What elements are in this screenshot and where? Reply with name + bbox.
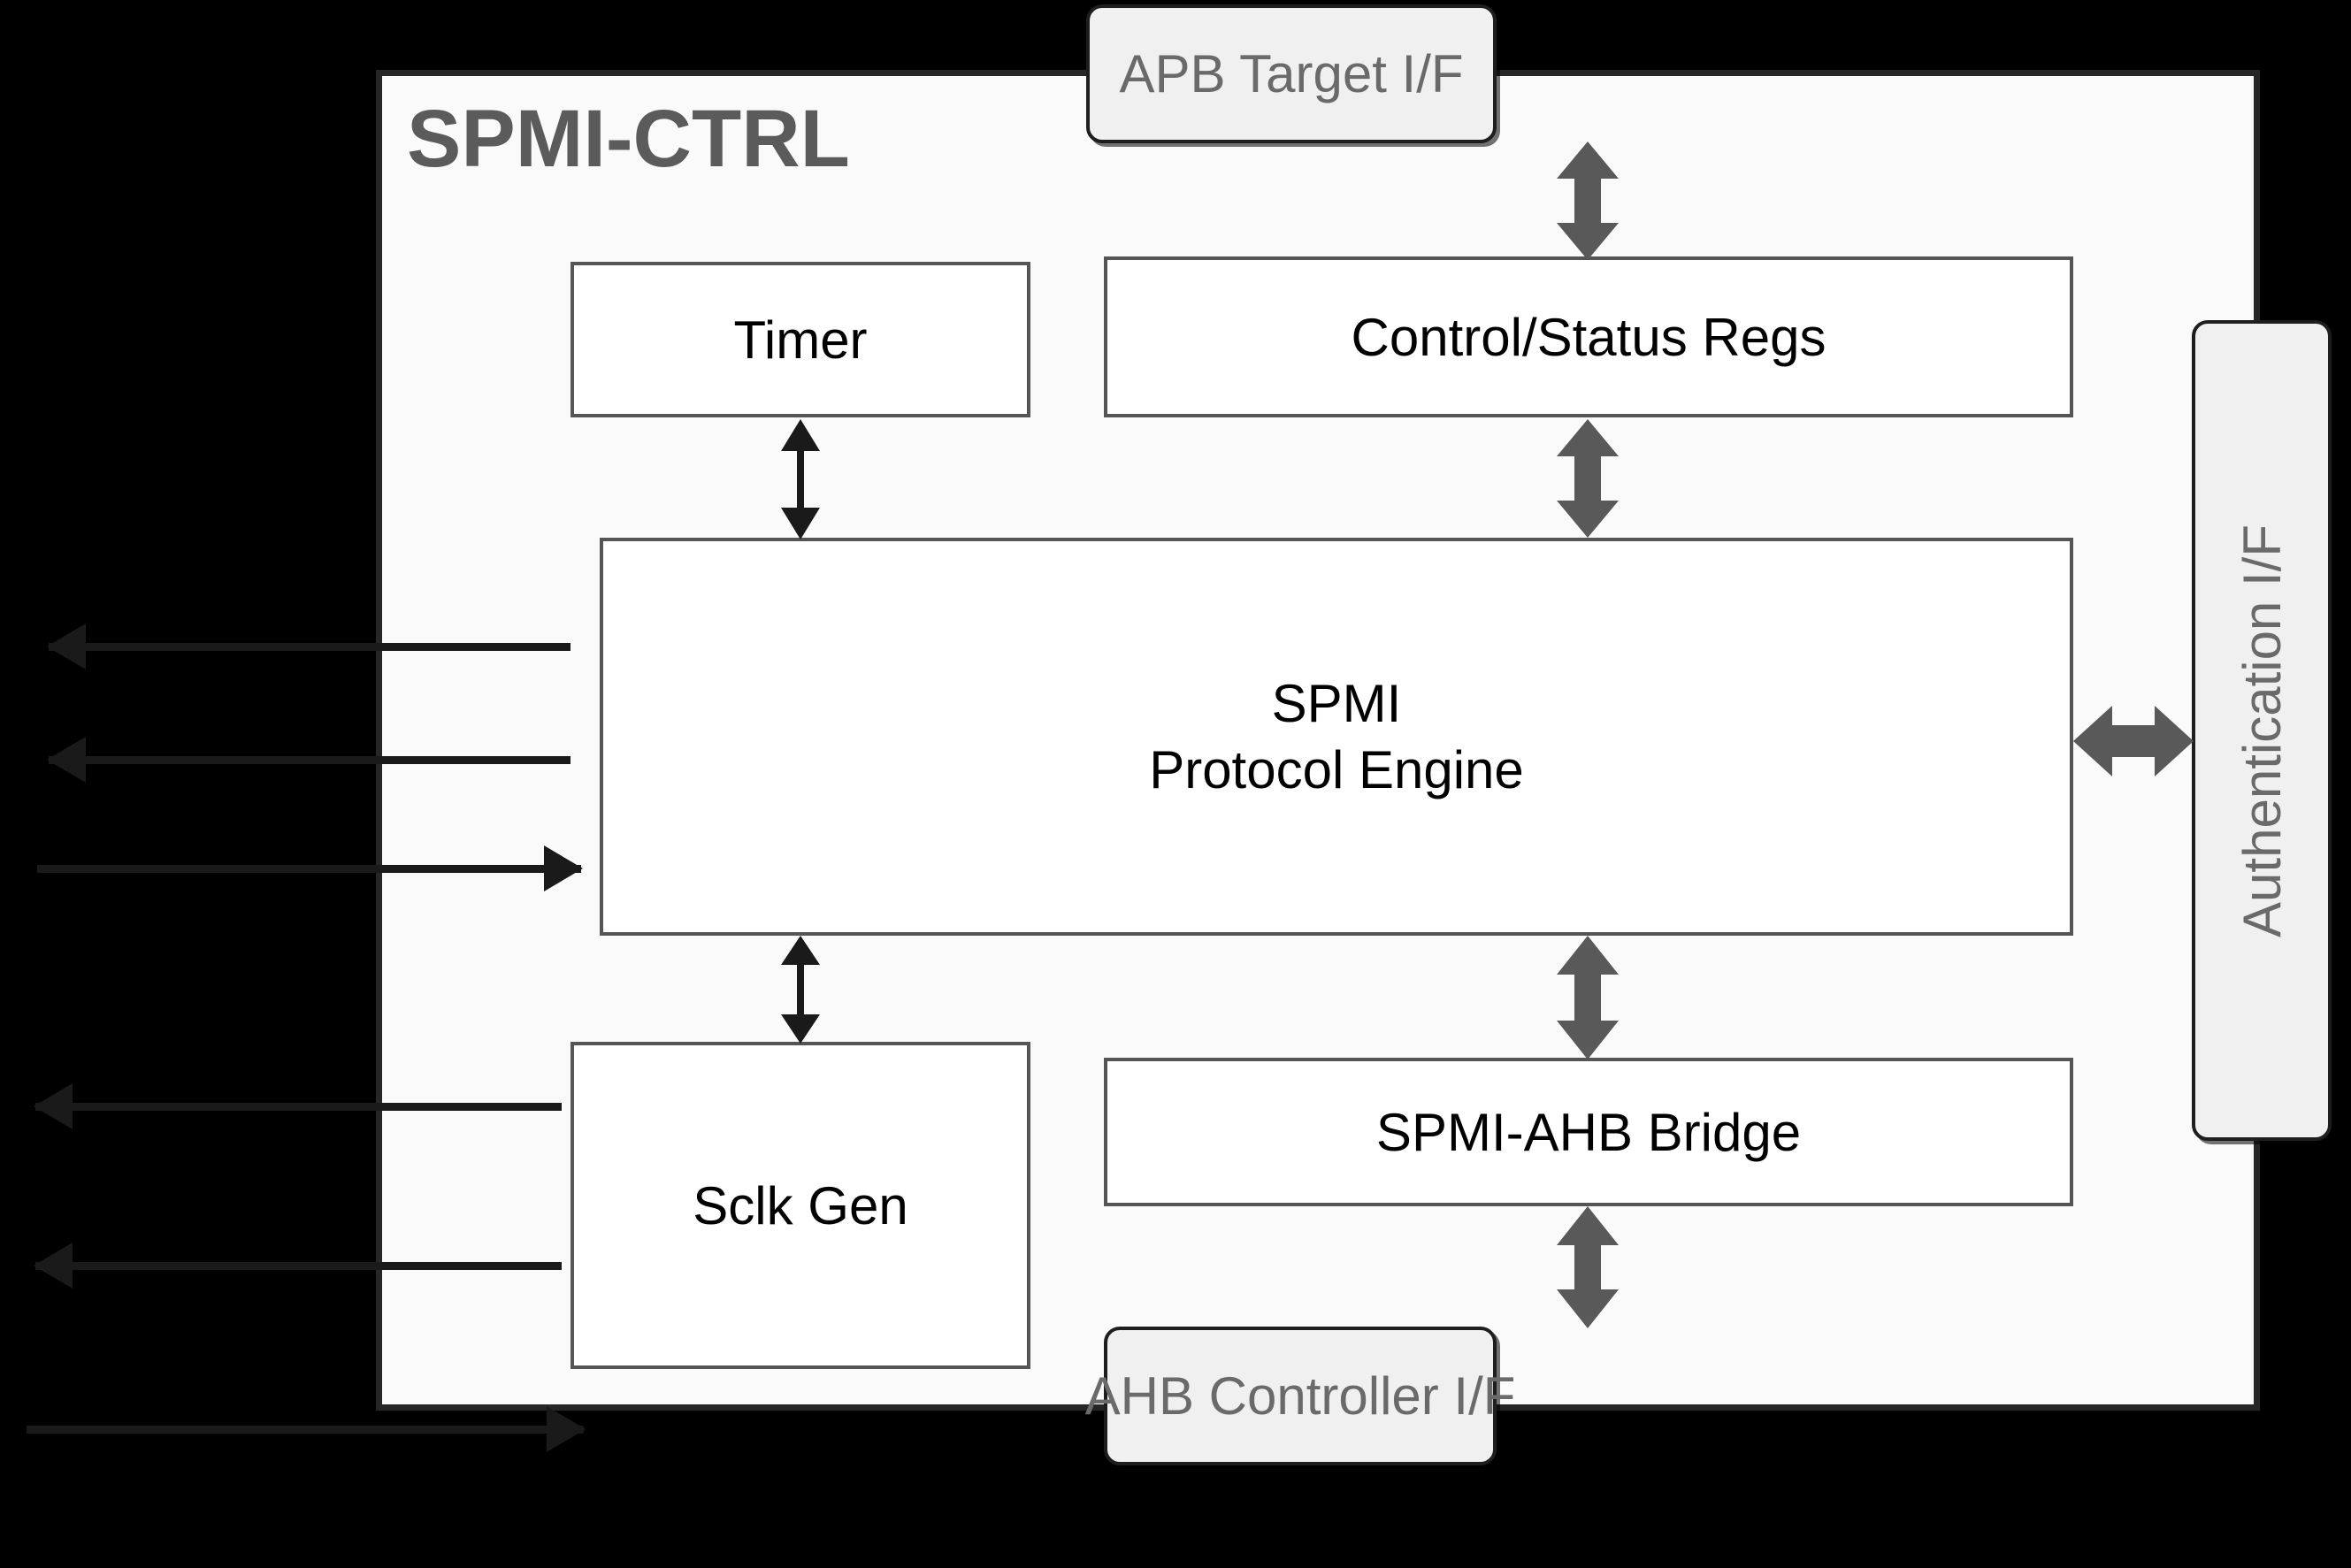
- connector-engine-to-sclk: [778, 936, 823, 1044]
- page-title: SPMI-CTRL: [407, 94, 850, 184]
- spmi-ahb-bridge-label: SPMI-AHB Bridge: [1375, 1102, 1802, 1162]
- connector-timer-to-engine: [778, 419, 823, 539]
- signal-line: [49, 756, 571, 764]
- spmi-ahb-bridge-block[interactable]: SPMI-AHB Bridge: [1104, 1058, 2073, 1206]
- arrow-head-left-icon: [47, 623, 86, 669]
- protocol-engine-label-line1: SPMI: [1271, 674, 1402, 733]
- timer-block[interactable]: Timer: [571, 262, 1030, 417]
- protocol-engine-block[interactable]: SPMI Protocol Engine: [600, 538, 2073, 936]
- arrow-head-left-icon: [34, 1243, 73, 1289]
- connector-regs-to-engine: [1557, 419, 1619, 538]
- arrow-head-right-icon: [547, 1406, 586, 1452]
- connector-engine-to-bridge: [1557, 936, 1619, 1059]
- signal-line: [35, 1103, 562, 1111]
- control-status-regs-label: Control/Status Regs: [1351, 307, 1826, 367]
- arrow-head-right-icon: [544, 845, 583, 891]
- ahb-controller-interface[interactable]: AHB Controller I/F: [1085, 1327, 1515, 1465]
- connector-apb-to-regs: [1557, 142, 1619, 260]
- timer-label: Timer: [733, 310, 868, 370]
- connector-engine-to-authentication: [2073, 699, 2194, 784]
- protocol-engine-label-line2: Protocol Engine: [1149, 740, 1524, 799]
- sclk-gen-label: Sclk Gen: [693, 1175, 908, 1235]
- ahb-controller-label: AHB Controller I/F: [1084, 1366, 1516, 1426]
- signal-line: [35, 1262, 562, 1270]
- connector-bridge-to-ahb-interface: [1557, 1206, 1619, 1328]
- sclk-gen-block[interactable]: Sclk Gen: [571, 1042, 1030, 1369]
- signal-line: [37, 865, 581, 873]
- signal-line: [49, 643, 571, 651]
- arrow-head-left-icon: [47, 737, 86, 783]
- apb-target-label: APB Target I/F: [1119, 44, 1464, 103]
- signal-line: [27, 1426, 584, 1434]
- authentication-label: Authentication I/F: [2232, 524, 2292, 937]
- arrow-head-left-icon: [34, 1083, 73, 1129]
- control-status-regs-block[interactable]: Control/Status Regs: [1104, 256, 2073, 417]
- authentication-interface[interactable]: Authentication I/F: [2192, 320, 2332, 1141]
- apb-target-interface[interactable]: APB Target I/F: [1086, 4, 1497, 143]
